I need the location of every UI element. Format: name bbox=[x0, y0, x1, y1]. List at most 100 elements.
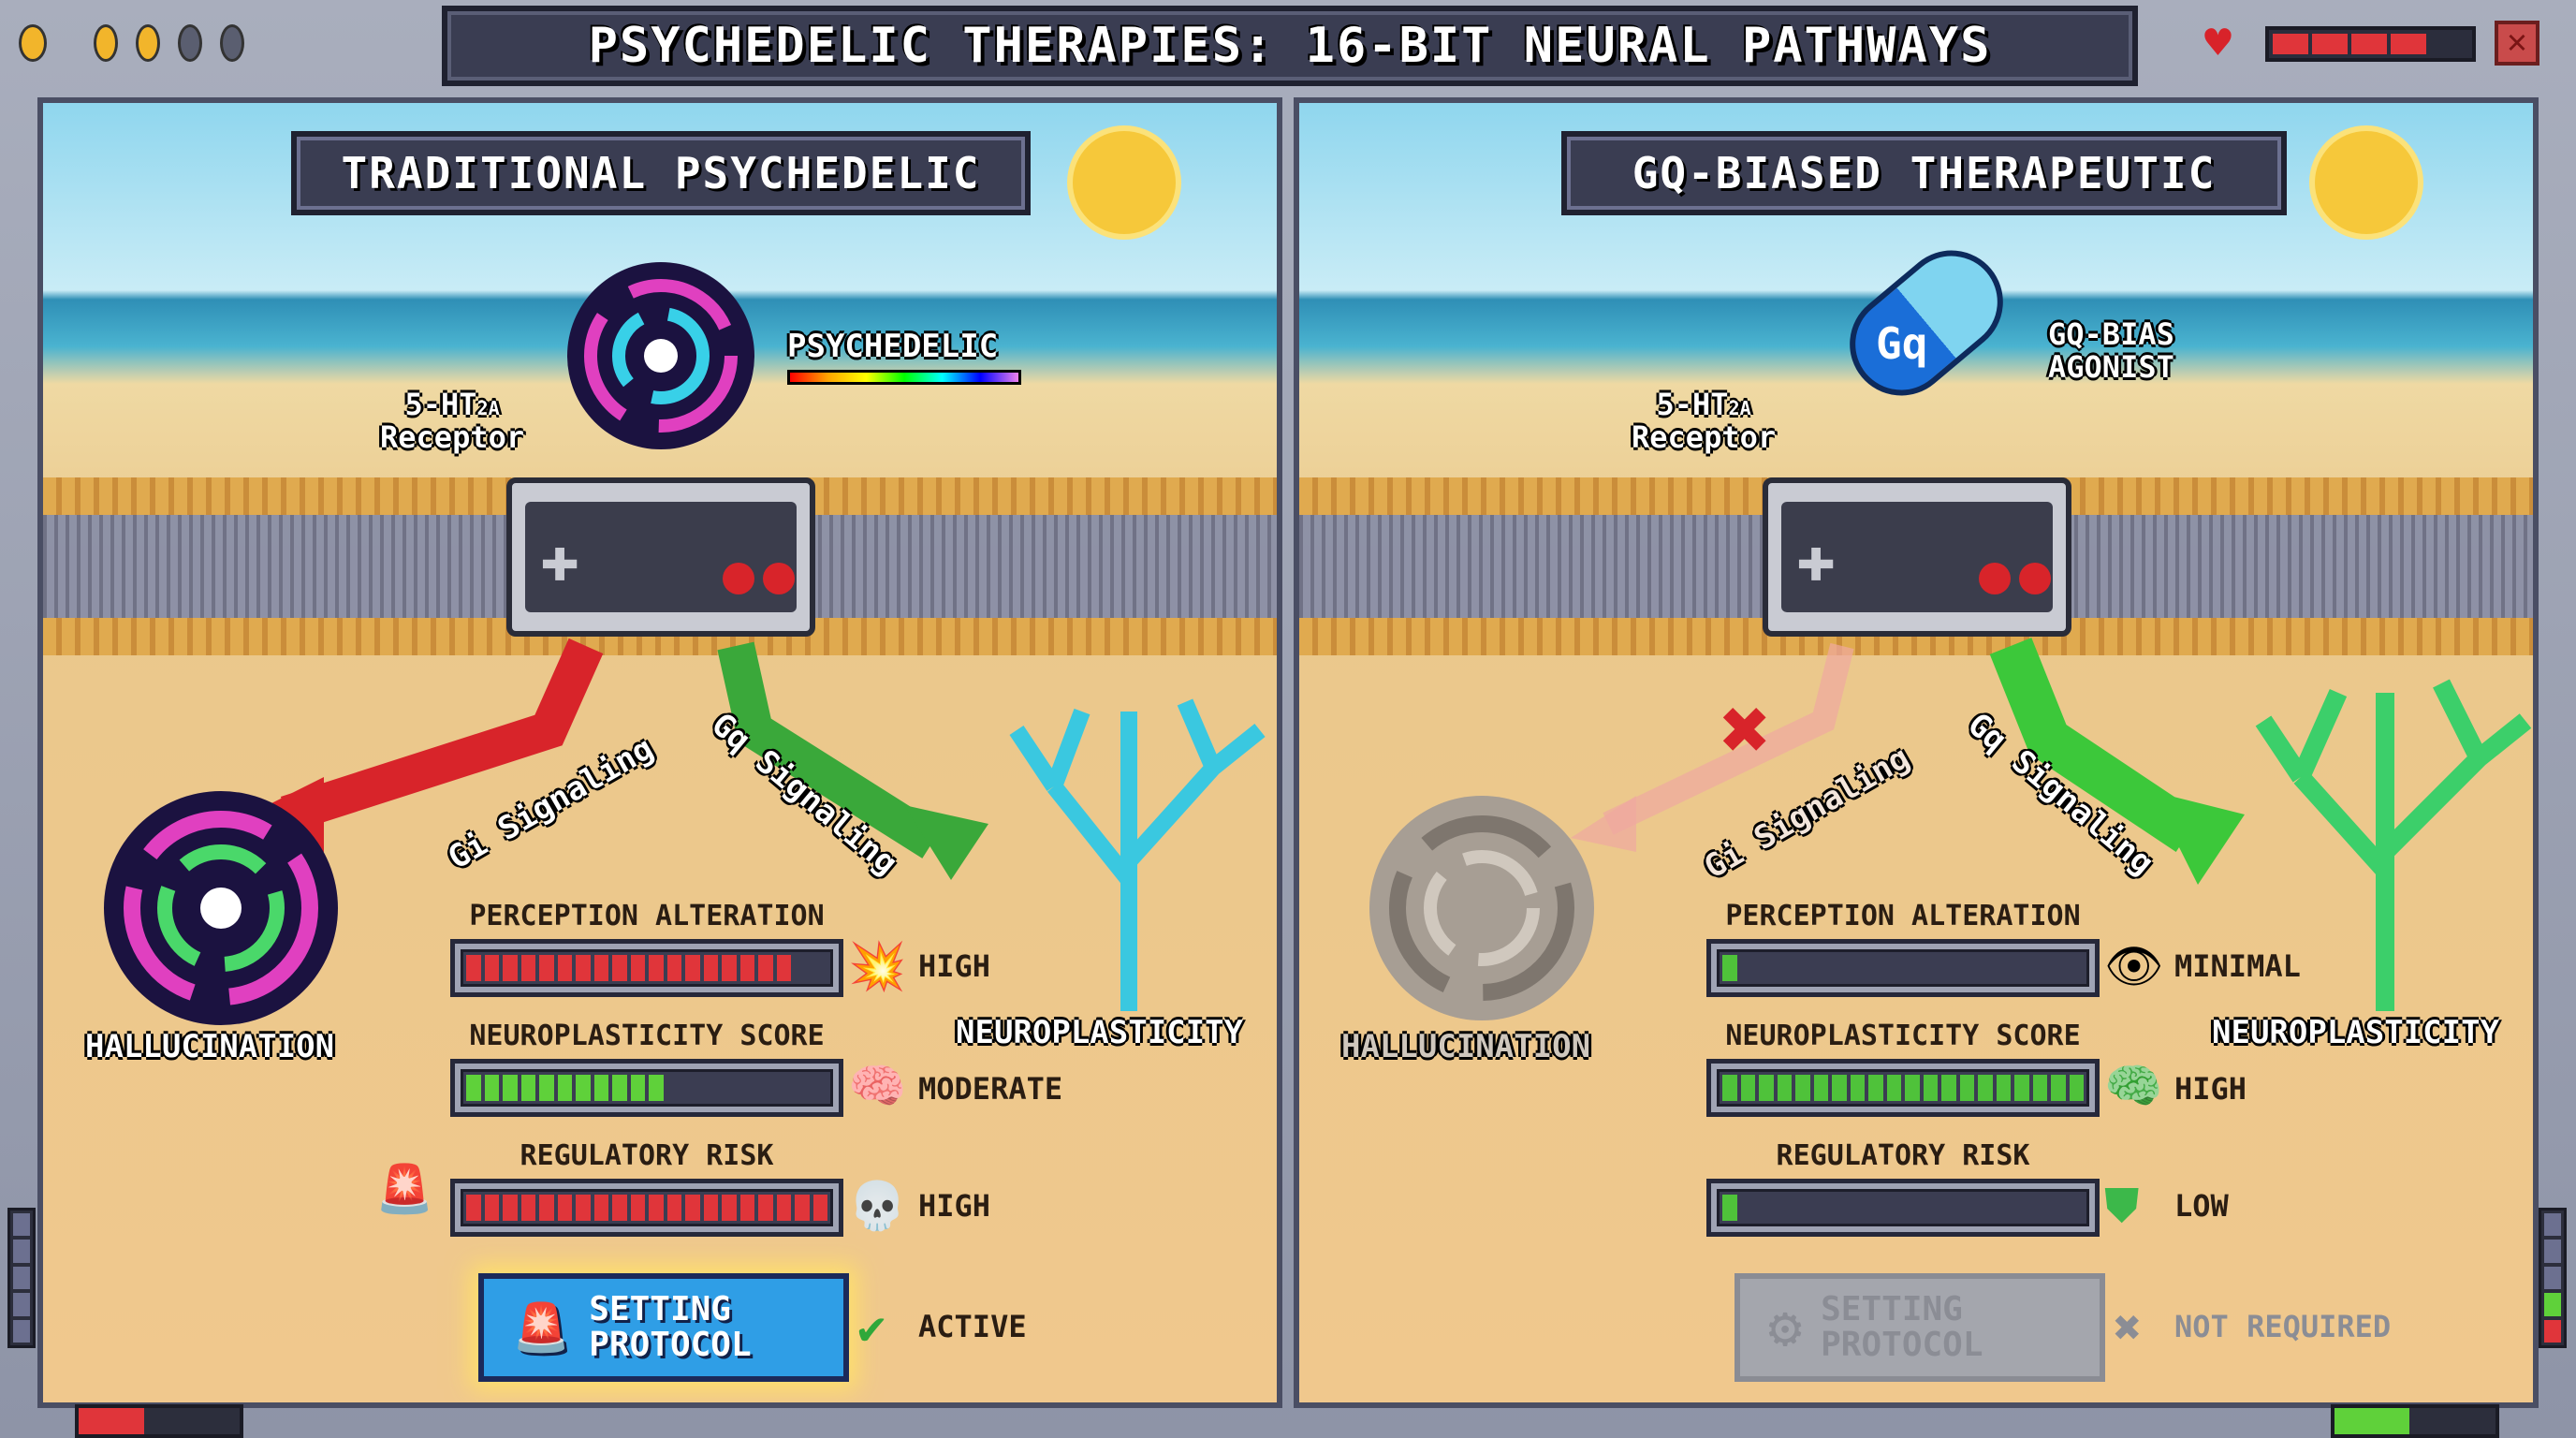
hallucination-swirl-faded-icon bbox=[1369, 796, 1594, 1020]
bar-segment-empty bbox=[2033, 955, 2048, 981]
bar-segment-filled bbox=[576, 955, 591, 981]
side-indicator-right bbox=[2539, 1208, 2567, 1348]
bar-segment-filled bbox=[776, 1195, 791, 1221]
galaxy-ligand-icon bbox=[567, 262, 754, 449]
bar-segment-empty bbox=[1997, 1195, 2012, 1221]
receptor-controller: ✚ bbox=[1763, 477, 2071, 637]
stat-label-perception: PERCEPTION ALTERATION bbox=[469, 900, 825, 932]
bar-segment-filled bbox=[1959, 1075, 1974, 1101]
bar-segment-filled bbox=[593, 1195, 608, 1221]
button-label: SETTING PROTOCOL bbox=[589, 1290, 752, 1364]
bar-segment-filled bbox=[557, 955, 572, 981]
ligand-label: GQ-BIAS AGONIST bbox=[2048, 316, 2174, 386]
bar-segment-empty bbox=[795, 955, 810, 981]
bar-segment-filled bbox=[1905, 1075, 1920, 1101]
bar-segment-filled bbox=[520, 1075, 535, 1101]
window-title-box: PSYCHEDELIC THERAPIES: 16-BIT NEURAL PAT… bbox=[442, 6, 2138, 86]
bar-segment-filled bbox=[466, 1195, 481, 1221]
bar-segment-filled bbox=[484, 1195, 499, 1221]
protocol-status: NOT REQUIRED bbox=[2174, 1309, 2392, 1344]
setting-protocol-button-disabled[interactable]: ⚙ SETTING PROTOCOL bbox=[1734, 1273, 2105, 1382]
bar-segment-filled bbox=[795, 1195, 810, 1221]
life-bar bbox=[2265, 26, 2476, 62]
window-title: PSYCHEDELIC THERAPIES: 16-BIT NEURAL PAT… bbox=[588, 18, 1992, 74]
bar-segment-empty bbox=[1997, 955, 2012, 981]
bar-segment-filled bbox=[484, 1075, 499, 1101]
bar-segment-filled bbox=[612, 1195, 627, 1221]
bar-segment-filled bbox=[649, 1195, 664, 1221]
coin-icon bbox=[19, 24, 47, 62]
bar-segment-filled bbox=[1777, 1075, 1792, 1101]
dpad-icon: ✚ bbox=[540, 520, 580, 596]
regulatory-value: LOW bbox=[2174, 1188, 2229, 1224]
neuroplasticity-bar bbox=[450, 1059, 843, 1117]
bar-segment-filled bbox=[630, 955, 645, 981]
bar-segment-filled bbox=[739, 1195, 754, 1221]
bar-segment-filled bbox=[649, 955, 664, 981]
bar-segment-filled bbox=[666, 955, 681, 981]
bar-segment-empty bbox=[704, 1075, 719, 1101]
bar-segment-filled bbox=[466, 955, 481, 981]
bar-segment-empty bbox=[740, 1075, 755, 1101]
bar-segment-filled bbox=[520, 955, 535, 981]
bar-segment-filled bbox=[703, 1195, 718, 1221]
bar-segment-filled bbox=[520, 1195, 535, 1221]
top-bar: PSYCHEDELIC THERAPIES: 16-BIT NEURAL PAT… bbox=[0, 0, 2576, 94]
bar-segment-filled bbox=[812, 1195, 827, 1221]
bar-segment-empty bbox=[2070, 955, 2085, 981]
bar-segment-filled bbox=[539, 1195, 554, 1221]
hallucination-label: HALLUCINATION bbox=[1341, 1028, 1591, 1065]
bar-segment-empty bbox=[1887, 955, 1902, 981]
bar-segment-filled bbox=[630, 1195, 645, 1221]
bar-segment-empty bbox=[2051, 1195, 2066, 1221]
bar-segment-filled bbox=[539, 955, 554, 981]
bar-segment-filled bbox=[1722, 1195, 1737, 1221]
bar-segment-filled bbox=[776, 955, 791, 981]
bar-segment-filled bbox=[557, 1075, 572, 1101]
bar-segment-filled bbox=[503, 955, 518, 981]
bar-segment-filled bbox=[685, 1195, 700, 1221]
gear-icon: ⚙ bbox=[1768, 1294, 1803, 1360]
regulatory-bar bbox=[1706, 1179, 2100, 1237]
stat-label-regulatory: REGULATORY RISK bbox=[520, 1139, 774, 1172]
perception-bar bbox=[1706, 939, 2100, 997]
perception-value: HIGH bbox=[918, 948, 991, 984]
bar-segment-filled bbox=[593, 955, 608, 981]
sun-icon bbox=[1073, 131, 1176, 234]
bar-segment-filled bbox=[539, 1075, 554, 1101]
close-button[interactable]: ✕ bbox=[2495, 21, 2539, 66]
setting-protocol-button[interactable]: 🚨SETTING PROTOCOL bbox=[478, 1273, 849, 1382]
skull-icon: 💀 bbox=[848, 1179, 907, 1233]
bar-segment-filled bbox=[1941, 1075, 1956, 1101]
x-mark-icon: ✖ bbox=[2114, 1300, 2143, 1355]
bar-segment-filled bbox=[739, 955, 754, 981]
brain-icon: 🧠 bbox=[2104, 1059, 2163, 1113]
gi-arrow-head-faded bbox=[1571, 796, 1636, 852]
bar-segment-filled bbox=[2032, 1075, 2047, 1101]
neuroplasticity-label: NEUROPLASTICITY bbox=[2212, 1014, 2500, 1051]
blocked-x-icon: ✖ bbox=[1720, 681, 1771, 779]
bar-segment-filled bbox=[1832, 1075, 1847, 1101]
bar-segment-empty bbox=[1924, 1195, 1939, 1221]
bar-segment-filled bbox=[1996, 1075, 2011, 1101]
hallucination-swirl-icon bbox=[104, 791, 338, 1025]
neuron-tree-icon bbox=[1009, 698, 1266, 1011]
bar-segment-filled bbox=[466, 1075, 481, 1101]
bar-segment-empty bbox=[1851, 955, 1866, 981]
gq-arrow-head bbox=[2151, 791, 2245, 885]
bar-segment-empty bbox=[2014, 1195, 2029, 1221]
bar-segment-empty bbox=[1941, 955, 1956, 981]
button-label: SETTING PROTOCOL bbox=[1821, 1290, 1983, 1364]
coin-empty-icon bbox=[178, 24, 202, 62]
bar-segment-filled bbox=[1759, 1075, 1774, 1101]
eye-icon: 👁 bbox=[2104, 939, 2164, 993]
bar-segment-empty bbox=[813, 1075, 828, 1101]
bar-segment-empty bbox=[1778, 1195, 1793, 1221]
bar-segment-empty bbox=[1851, 1195, 1866, 1221]
receptor-controller: ✚ bbox=[506, 477, 815, 637]
neuroplasticity-value: MODERATE bbox=[918, 1071, 1063, 1107]
coin-icon bbox=[136, 24, 160, 62]
bar-segment-filled bbox=[703, 955, 718, 981]
